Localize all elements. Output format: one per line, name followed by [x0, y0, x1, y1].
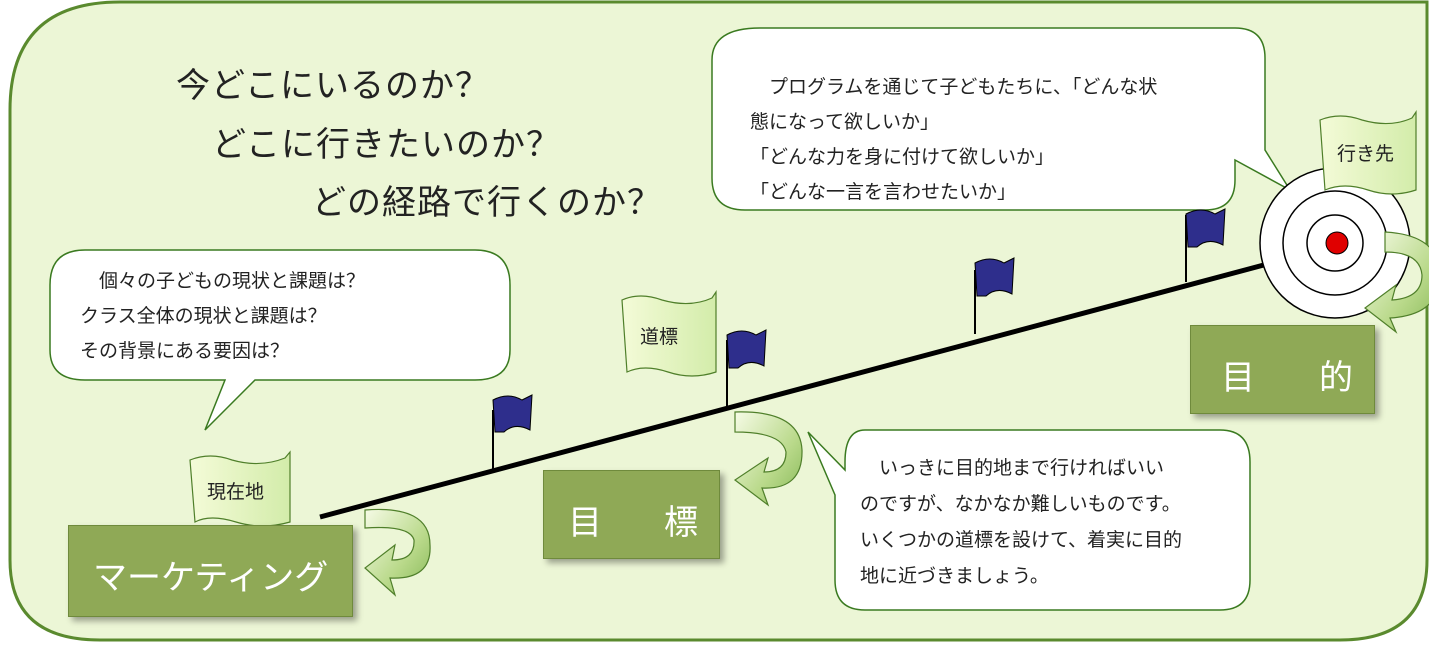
- bubble-top-line-2: 態になって欲しいか」: [750, 111, 940, 133]
- bubble-top-line-3: 「どんな力を身に付けて欲しいか」: [750, 146, 1055, 168]
- curved-arrow-purpose: [1364, 231, 1429, 334]
- curved-arrow-marketing: [364, 508, 431, 597]
- scroll-tag-current: [189, 450, 291, 527]
- box-purpose: 目 的: [1190, 325, 1375, 414]
- bubble-left-line-1: 個々の子どもの現状と課題は？: [80, 270, 366, 292]
- bubble-top-line-4: 「どんな一言を言わせたいか」: [750, 181, 1017, 203]
- box-purpose-right: 的: [1319, 358, 1353, 398]
- tag-waypoint: 道標: [640, 326, 679, 348]
- tag-current-location: 現在地: [207, 481, 265, 503]
- bubble-left-line-2: クラス全体の現状と課題は？: [80, 305, 327, 327]
- bubble-top-line-1: プログラムを通じて子どもたちに、「どんな状: [750, 76, 1158, 98]
- tag-destination: 行き先: [1337, 143, 1395, 165]
- target-icon: [1259, 167, 1411, 319]
- question-destination: どこに行きたいのか？: [212, 125, 561, 165]
- flag-4: [1185, 208, 1226, 282]
- curved-arrow-goal: [733, 411, 803, 507]
- speech-bubble-bottom: [807, 429, 1251, 611]
- box-marketing-label: マーケティング: [93, 558, 329, 598]
- flag-1: [492, 394, 533, 470]
- scroll-tag-waypoint: [621, 290, 717, 377]
- question-route: どの経路で行くのか？: [312, 183, 662, 223]
- flag-2: [726, 329, 767, 408]
- bubble-bottom-line-3: いくつかの道標を設けて、着実に目的: [860, 529, 1183, 551]
- bubble-bottom-line-4: 地に近づきましょう。: [860, 565, 1049, 587]
- route-line: [319, 247, 1321, 520]
- box-marketing: マーケティング: [68, 525, 353, 617]
- bubble-bottom-line-1: いっきに目的地まで行ければいい: [860, 457, 1165, 479]
- box-goal-right: 標: [664, 503, 698, 543]
- bubble-left-line-3: その背景にある要因は？: [80, 340, 290, 362]
- question-current-location: 今どこにいるのか？: [176, 66, 490, 106]
- bubble-bottom-line-2: のですが、なかなか難しいものです。: [860, 493, 1181, 515]
- flag-3: [974, 257, 1015, 334]
- scroll-tag-destination: [1319, 110, 1417, 195]
- box-goal: 目 標: [543, 470, 720, 559]
- box-purpose-left: 目: [1221, 358, 1255, 398]
- box-goal-left: 目: [568, 503, 602, 543]
- speech-bubble-left: [49, 249, 511, 431]
